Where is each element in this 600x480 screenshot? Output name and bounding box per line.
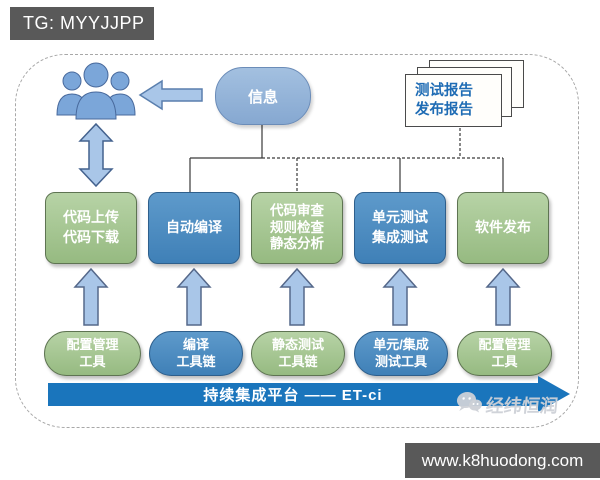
process-box-code-upload-download: 代码上传 代码下载 — [45, 192, 137, 264]
tool-box-line: 工具 — [79, 353, 106, 369]
footer-url-badge: www.k8huodong.com — [405, 443, 600, 478]
up-arrow-icon — [485, 267, 521, 331]
header-tag-label: TG: MYYJJPP — [23, 13, 145, 33]
info-node: 信息 — [215, 67, 311, 125]
tool-box-unit-integration-test-tool: 单元/集成 测试工具 — [354, 331, 448, 376]
up-arrow-icon — [279, 267, 315, 331]
left-arrow-icon — [138, 78, 204, 117]
platform-arrow: 持续集成平台 —— ET-ci — [48, 383, 538, 406]
brand-watermark-text: 经纬恒润 — [484, 395, 559, 416]
report-line-2: 发布报告 — [415, 101, 473, 118]
platform-arrow-label: 持续集成平台 —— ET-ci — [203, 387, 383, 404]
process-box-line: 代码上传 — [63, 209, 119, 226]
process-box-line: 代码下载 — [63, 229, 119, 245]
process-box-line: 软件发布 — [475, 219, 531, 236]
users-group-icon — [50, 60, 142, 129]
process-box-software-release: 软件发布 — [457, 192, 549, 264]
up-arrow-icon — [382, 267, 418, 331]
tool-box-line: 编译 — [182, 337, 209, 353]
platform-arrow-head — [538, 376, 570, 412]
tool-box-line: 工具链 — [278, 353, 318, 369]
wechat-icon — [455, 391, 484, 418]
process-box-unit-integration-test: 单元测试 集成测试 — [354, 192, 446, 264]
tool-box-compile-toolchain: 编译 工具链 — [149, 331, 243, 376]
up-down-arrow-icon — [76, 122, 116, 193]
report-sheet-front: 测试报告 发布报告 — [405, 74, 502, 127]
tool-box-line: 单元/集成 — [373, 337, 429, 353]
tool-box-line: 静态测试 — [271, 337, 324, 353]
process-box-line: 单元测试 — [372, 209, 428, 226]
tool-box-line: 配置管理 — [66, 337, 119, 353]
tool-box-static-test-toolchain: 静态测试 工具链 — [251, 331, 345, 376]
header-tag-badge: TG: MYYJJPP — [10, 7, 154, 40]
tool-box-line: 测试工具 — [374, 353, 427, 369]
tool-box-line: 工具链 — [176, 353, 216, 369]
footer-url-text: www.k8huodong.com — [421, 450, 584, 470]
brand-watermark: 经纬恒润 — [455, 391, 560, 418]
up-arrow-icon — [176, 267, 212, 331]
process-box-line: 静态分析 — [270, 236, 324, 252]
tool-box-config-management-1: 配置管理 工具 — [44, 331, 141, 376]
process-box-line: 自动编译 — [166, 219, 222, 236]
process-box-auto-compile: 自动编译 — [148, 192, 240, 264]
tool-box-line: 配置管理 — [478, 337, 531, 353]
tool-box-line: 工具 — [491, 353, 518, 369]
process-box-line: 集成测试 — [372, 229, 428, 245]
up-arrow-icon — [73, 267, 109, 331]
report-stack-icon: 测试报告 发布报告 — [403, 60, 525, 140]
info-node-label: 信息 — [247, 88, 278, 106]
tool-box-config-management-2: 配置管理 工具 — [457, 331, 552, 376]
process-box-code-review-static-analysis: 代码审查 规则检查 静态分析 — [251, 192, 343, 264]
process-box-line: 代码审查 — [270, 202, 324, 218]
process-box-line: 规则检查 — [270, 219, 324, 235]
report-line-1: 测试报告 — [415, 82, 473, 99]
